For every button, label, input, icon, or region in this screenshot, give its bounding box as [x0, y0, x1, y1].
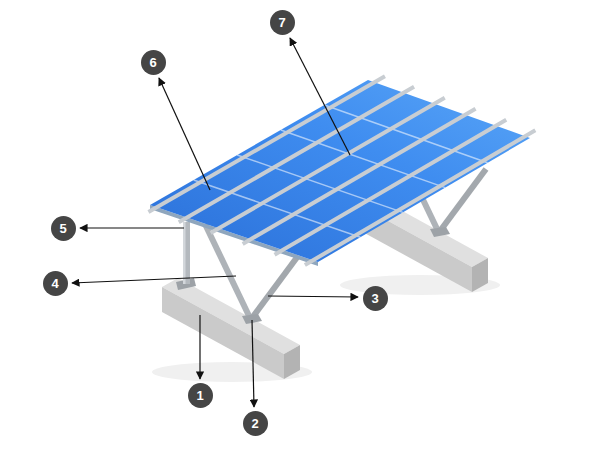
callout-text: 6 — [149, 56, 156, 69]
callout-number: 7 — [270, 10, 295, 35]
leader-line — [199, 315, 200, 379]
callout-text: 4 — [51, 277, 58, 290]
callout-text: 3 — [371, 292, 378, 305]
leader-line — [252, 320, 254, 407]
leader-line — [80, 227, 184, 228]
callout-text: 1 — [196, 389, 203, 402]
callout-number: 1 — [188, 383, 213, 408]
callout-text: 2 — [251, 417, 258, 430]
leader-line — [72, 276, 236, 283]
callout-text: 7 — [278, 16, 285, 29]
callout-number: 6 — [141, 50, 166, 75]
callout-number: 3 — [363, 286, 388, 311]
leader-line — [290, 38, 350, 155]
callout-number: 5 — [51, 216, 76, 241]
callout-number: 2 — [243, 411, 268, 436]
leader-line — [159, 78, 210, 190]
callout-text: 5 — [59, 222, 66, 235]
callout-number: 4 — [43, 271, 68, 296]
leader-line — [268, 296, 358, 297]
